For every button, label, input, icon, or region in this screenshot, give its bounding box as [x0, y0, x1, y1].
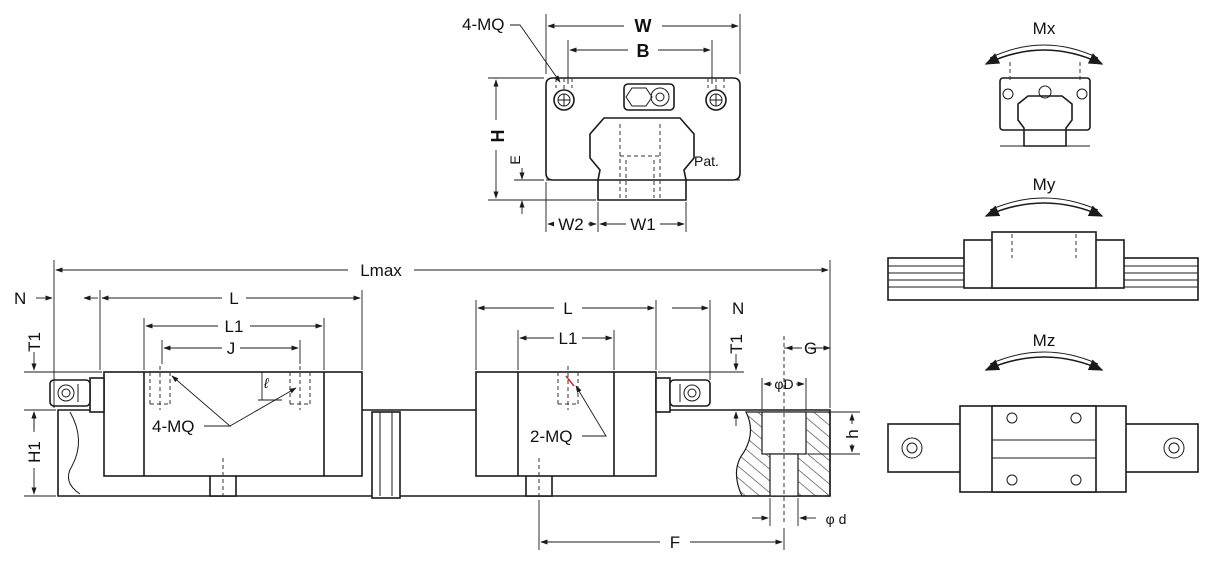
dim-L-right-label: L [563, 299, 572, 318]
moment-mx-label: Mx [1033, 19, 1056, 38]
dim-T1-left-label: T1 [25, 332, 44, 352]
dim-G-label: G [804, 339, 817, 358]
moment-mz-view: Mz [887, 331, 1199, 493]
dim-h-label: h [843, 429, 862, 438]
dim-N-left-label: N [14, 289, 26, 308]
dim-Lmax-label: Lmax [360, 261, 402, 280]
side-grease-nipple-left-icon [49, 379, 91, 407]
dim-W2-label: W2 [558, 215, 584, 234]
patent-label: Pat. [694, 153, 719, 169]
side-grease-nipple-right-icon [669, 379, 711, 407]
moment-mx-view: Mx [984, 19, 1104, 147]
side-block-right [475, 371, 657, 477]
dim-H1-label: H1 [25, 441, 44, 463]
moment-my-view: My [887, 175, 1199, 301]
moment-my-label: My [1033, 175, 1056, 194]
dim-L1-right-label: L1 [559, 329, 578, 348]
dim-L1-left-label: L1 [225, 317, 244, 336]
front-rail-profile [589, 117, 695, 201]
dim-E-label: E [507, 155, 523, 164]
dim-W1-label: W1 [630, 215, 656, 234]
dim-N-right-label: N [732, 299, 744, 318]
front-screw-left-icon [553, 89, 575, 111]
dim-F-label: F [670, 533, 680, 552]
dim-W-label: W [635, 16, 652, 36]
dim-thread-depth-label: ℓ [263, 375, 269, 391]
dim-T1-right-label: T1 [727, 334, 746, 354]
moment-mz-label: Mz [1033, 331, 1056, 350]
dim-phiD-label: φD [774, 376, 793, 392]
front-view: Pat. W B 4-MQ H E W2 [462, 14, 741, 234]
dim-L-left-label: L [229, 289, 238, 308]
front-screw-right-icon [705, 89, 727, 111]
dim-H-label: H [488, 130, 508, 143]
dim-B-label: B [637, 41, 650, 61]
dim-phid-label: φ d [826, 511, 847, 527]
side-2mq-label: 2-MQ [530, 427, 573, 446]
front-grease-nipple-icon [623, 83, 675, 111]
side-view: Lmax N L L1 J ℓ T1 H1 [14, 260, 862, 552]
side-4mq-label: 4-MQ [152, 417, 195, 436]
dim-J-label: J [227, 339, 236, 358]
front-mount-holes-label: 4-MQ [462, 15, 505, 34]
